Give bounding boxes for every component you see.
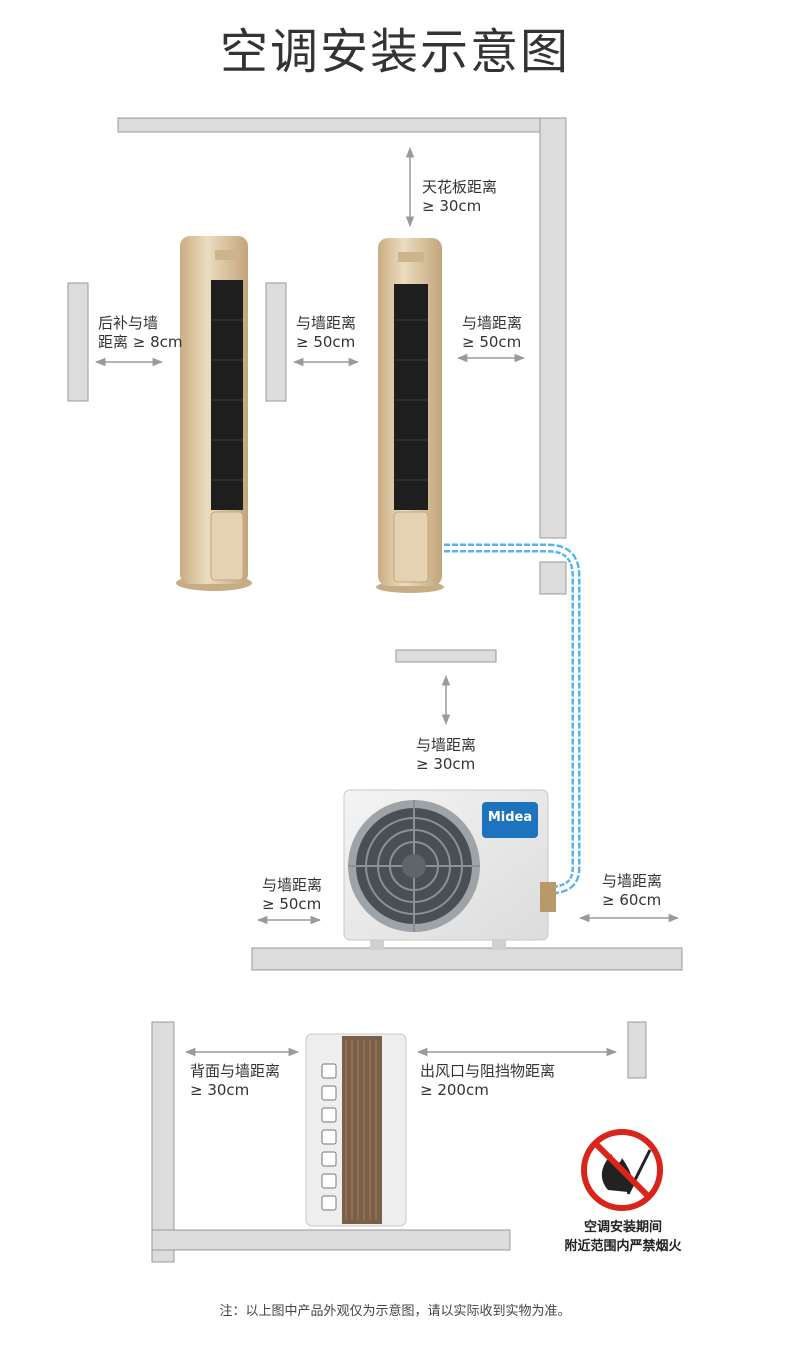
label-outdoor-left: 与墙距离≥ 50cm	[262, 876, 323, 913]
label-rear-wall: 后补与墙距离 ≥ 8cm	[98, 314, 183, 351]
label-back-wall: 背面与墙距离≥ 30cm	[190, 1062, 281, 1099]
brand-badge: Midea	[487, 810, 533, 825]
side-obstacle	[627, 1021, 647, 1079]
indoor-unit-right	[376, 238, 444, 593]
label-outdoor-right: 与墙距离≥ 60cm	[602, 872, 663, 909]
label-outlet: 出风口与阻挡物距离≥ 200cm	[420, 1062, 556, 1099]
side-wall-left	[151, 1021, 175, 1263]
outdoor-unit-side	[305, 1033, 407, 1227]
footnote: 注：以上图中产品外观仅为示意图，请以实际收到实物为准。	[219, 1304, 571, 1319]
page-title: 空调安装示意图	[219, 24, 570, 80]
brand-badge-bg	[482, 802, 538, 838]
outdoor-floor	[251, 947, 683, 971]
room-wall	[117, 117, 567, 595]
indoor-unit-left	[176, 236, 252, 591]
warning-text: 空调安装期间附近范围内严禁烟火	[564, 1220, 682, 1254]
wall-above-outdoor	[395, 649, 497, 663]
refrigerant-pipe	[444, 543, 581, 895]
label-side-wall-left: 与墙距离≥ 50cm	[296, 314, 357, 351]
wall-stub-middle	[265, 282, 287, 402]
label-outdoor-top: 与墙距离≥ 30cm	[416, 736, 477, 773]
label-side-wall-right: 与墙距离≥ 50cm	[462, 314, 523, 351]
label-ceiling: 天花板距离≥ 30cm	[422, 178, 498, 215]
no-fire-icon	[581, 1129, 663, 1211]
side-floor	[151, 1229, 511, 1251]
outdoor-unit-front	[343, 789, 556, 950]
wall-stub-left	[67, 282, 89, 402]
